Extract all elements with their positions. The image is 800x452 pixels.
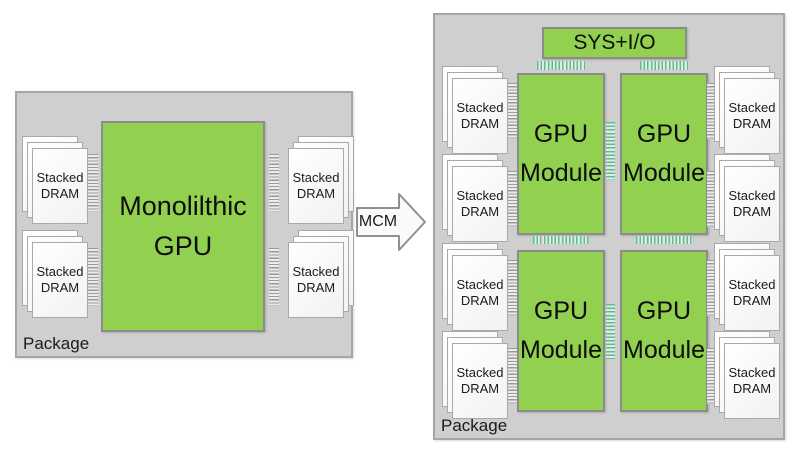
dram-label-line2: DRAM [296,280,336,295]
monolithic-gpu-label-line1: Monolilthic [119,191,247,222]
dram-label-line1: Stacked [292,263,340,279]
dram-bus-hatch [88,154,98,212]
dram-bus-hatch [507,260,517,316]
dram-label-line1: Stacked [292,169,340,185]
gpu-module-label-line1: GPU [533,120,589,149]
dram-label-line1: Stacked [456,187,504,203]
module-link-hatch [636,236,692,244]
dram-card-front: Stacked DRAM [32,242,88,318]
dram-label-line1: Stacked [728,187,776,203]
dram-card-front: Stacked DRAM [452,78,508,154]
module-link-hatch [640,61,688,70]
dram-bus-hatch [707,83,717,139]
dram-card-front: Stacked DRAM [288,242,344,318]
mcm-arrow-label: MCM [358,213,398,230]
stacked-dram: Stacked DRAM [442,331,508,419]
dram-label-line1: Stacked [456,99,504,115]
dram-label-line1: Stacked [728,364,776,380]
dram-card-front: Stacked DRAM [724,255,780,331]
gpu-module-bottom-left: GPU Module [517,250,605,412]
module-link-hatch [533,236,589,244]
dram-label-line2: DRAM [460,204,500,219]
dram-label-line1: Stacked [456,364,504,380]
dram-label-line2: DRAM [460,116,500,131]
gpu-module-top-right: GPU Module [620,73,708,235]
dram-label-line1: Stacked [728,276,776,292]
module-link-hatch [606,122,615,180]
gpu-module-label-line2: Module [623,159,705,187]
dram-label-line2: DRAM [732,204,772,219]
dram-label-line1: Stacked [36,263,84,279]
dram-label-line1: Stacked [728,99,776,115]
dram-label-line2: DRAM [732,116,772,131]
dram-bus-hatch [88,248,98,306]
dram-bus-hatch [269,248,279,306]
dram-label-line2: DRAM [732,293,772,308]
stacked-dram: Stacked DRAM [442,154,508,242]
dram-card-front: Stacked DRAM [724,78,780,154]
dram-label-line2: DRAM [296,186,336,201]
dram-bus-hatch [707,171,717,227]
module-link-hatch [537,61,585,70]
monolithic-package: Monolilthic GPU Stacked DRAM Stacked [15,91,354,358]
stacked-dram: Stacked DRAM [22,230,88,318]
stacked-dram: Stacked DRAM [714,66,780,154]
dram-card-front: Stacked DRAM [452,343,508,419]
stacked-dram: Stacked DRAM [714,154,780,242]
stacked-dram: Stacked DRAM [714,243,780,331]
stacked-dram: Stacked DRAM [714,331,780,419]
mcm-package: SYS+I/O GPU Module GPU Module GPU Module… [433,13,785,440]
dram-card-front: Stacked DRAM [32,148,88,224]
stacked-dram: Stacked DRAM [22,136,88,224]
gpu-module-label-line1: GPU [636,297,692,326]
dram-label-line1: Stacked [456,276,504,292]
gpu-module-top-left: GPU Module [517,73,605,235]
dram-bus-hatch [507,171,517,227]
dram-bus-hatch [269,154,279,212]
gpu-module-bottom-right: GPU Module [620,250,708,412]
dram-bus-hatch [707,260,717,316]
dram-label-line2: DRAM [732,381,772,396]
dram-bus-hatch [507,83,517,139]
monolithic-gpu-die: Monolilthic GPU [101,121,265,332]
sys-io-label: SYS+I/O [573,31,656,55]
gpu-module-label-line2: Module [623,336,705,364]
dram-card-front: Stacked DRAM [288,148,344,224]
right-arrow-icon [356,193,426,251]
dram-bus-hatch [707,348,717,404]
dram-label-line2: DRAM [40,280,80,295]
dram-bus-hatch [507,348,517,404]
dram-label-line2: DRAM [460,293,500,308]
sys-io-die: SYS+I/O [542,27,687,59]
dram-label-line1: Stacked [36,169,84,185]
stacked-dram: Stacked DRAM [288,136,354,224]
module-link-hatch [606,304,615,359]
gpu-module-label-line1: GPU [636,120,692,149]
mcm-arrow: MCM [352,188,432,256]
dram-card-front: Stacked DRAM [724,166,780,242]
stacked-dram: Stacked DRAM [442,243,508,331]
dram-card-front: Stacked DRAM [452,255,508,331]
gpu-module-label-line2: Module [520,336,602,364]
dram-label-line2: DRAM [40,186,80,201]
stacked-dram: Stacked DRAM [288,230,354,318]
dram-card-front: Stacked DRAM [452,166,508,242]
stacked-dram: Stacked DRAM [442,66,508,154]
dram-label-line2: DRAM [460,381,500,396]
monolithic-gpu-label-line2: GPU [153,230,213,261]
gpu-module-label-line1: GPU [533,297,589,326]
dram-card-front: Stacked DRAM [724,343,780,419]
package-label: Package [441,416,508,435]
package-label: Package [23,334,90,353]
gpu-module-label-line2: Module [520,159,602,187]
